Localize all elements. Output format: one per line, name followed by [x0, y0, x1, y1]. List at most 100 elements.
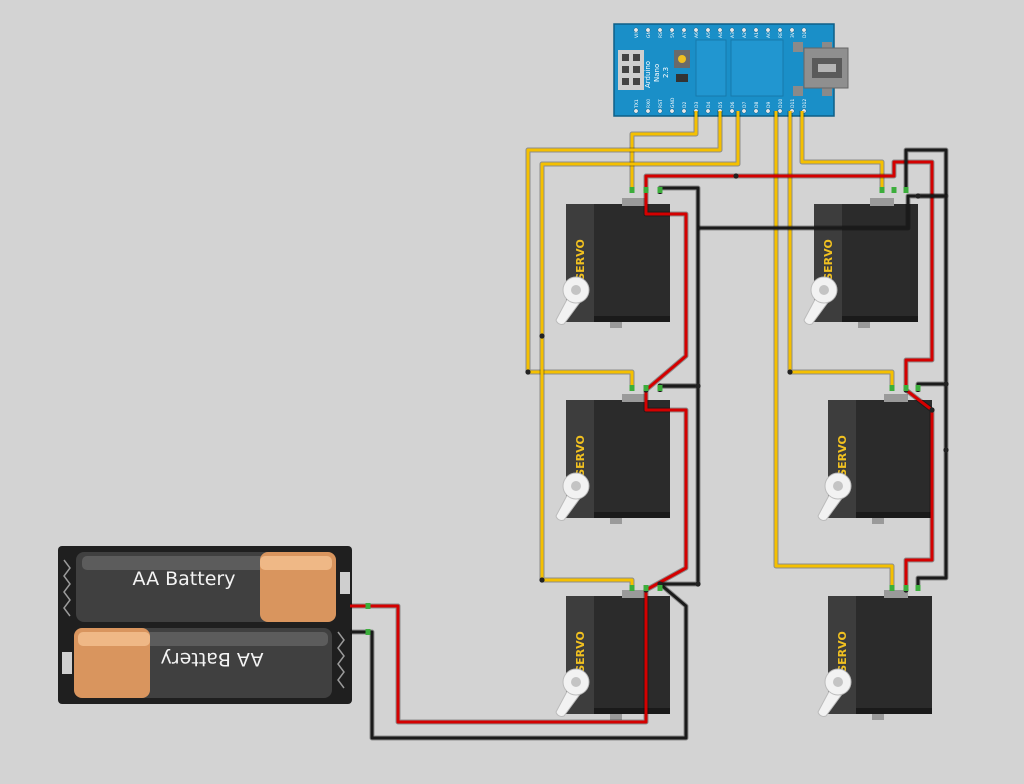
pin-hole	[765, 108, 771, 114]
servo-shadow	[856, 708, 932, 714]
servo-shadow	[856, 512, 932, 518]
wire-junction	[733, 173, 739, 179]
pin-label: A0	[766, 32, 772, 38]
servo-connector	[884, 394, 908, 402]
servo-connector	[622, 590, 646, 598]
icsp-pin	[633, 54, 640, 61]
servo-horn-screw	[819, 285, 829, 295]
wire-junction	[539, 333, 545, 339]
wire-junction	[915, 193, 921, 199]
connector-pin-end	[915, 385, 921, 391]
pin-label: 5V	[670, 31, 676, 38]
wire-junction	[929, 407, 935, 413]
ground-wire-outline	[903, 147, 949, 199]
pin-label: D8	[754, 102, 760, 108]
power-wire[interactable]	[644, 160, 934, 390]
pin-label: D10	[778, 99, 784, 108]
servo-connector	[884, 590, 908, 598]
signal-wire[interactable]	[540, 111, 740, 586]
pin-label: D11	[790, 99, 796, 108]
smd-component	[793, 42, 803, 52]
servo-horn-screw	[833, 481, 843, 491]
pin-label: D5	[718, 102, 724, 108]
signal-wire[interactable]	[526, 111, 722, 386]
servo-motor: SERVO	[817, 590, 932, 720]
board-name-label: Arduino	[644, 61, 652, 88]
connector-pin-end	[643, 385, 649, 391]
pin-hole	[741, 108, 747, 114]
icsp-pin	[633, 66, 640, 73]
pin-hole	[633, 108, 639, 114]
servo-motor: SERVO	[555, 394, 670, 524]
board-text: Arduino Nano 2.3	[644, 61, 670, 88]
connector-pin-end	[889, 585, 895, 591]
pin-hole	[657, 108, 663, 114]
battery-top-label: AA Battery	[133, 568, 236, 590]
connector-pin-end	[903, 187, 909, 193]
connector-pin-end	[365, 603, 371, 609]
pin-label: 3V3	[790, 29, 796, 38]
pin-label: A5	[706, 32, 712, 38]
signal-wire[interactable]	[774, 111, 894, 586]
pin-label: D9	[766, 102, 772, 108]
pin-hole	[789, 27, 795, 33]
wire-junction	[943, 381, 949, 387]
servo-motor: SERVO	[555, 198, 670, 328]
smd-component	[822, 42, 832, 52]
ground-wire[interactable]	[698, 194, 918, 230]
power-wire[interactable]	[904, 388, 934, 590]
pin-label: RX0	[646, 99, 652, 108]
smd-component	[793, 86, 803, 96]
signal-wire[interactable]	[788, 111, 894, 386]
cell-highlight	[142, 632, 328, 646]
servo-shadow	[594, 316, 670, 322]
pin-hole	[741, 27, 747, 33]
wire-junction	[539, 577, 545, 583]
pin-hole	[777, 108, 783, 114]
connector-pin-end	[365, 629, 371, 635]
servo-motor: SERVO	[555, 590, 670, 720]
icsp-pin	[622, 54, 629, 61]
usb-chip	[730, 39, 784, 97]
pin-label: D6	[730, 102, 736, 108]
pin-label: A4	[718, 32, 724, 38]
pin-label: A6	[694, 32, 700, 38]
cell-positive-highlight	[78, 632, 150, 646]
pin-label: REF	[778, 29, 784, 38]
pin-label: TX1	[634, 99, 640, 109]
pin-hole	[669, 27, 675, 33]
power-wire[interactable]	[350, 590, 648, 724]
battery-cell-bottom: AA Battery	[74, 628, 332, 698]
pin-label: GND	[646, 27, 652, 38]
power-wire[interactable]	[644, 190, 688, 392]
microcontroller-chip	[695, 39, 727, 97]
connector-pin-end	[643, 585, 649, 591]
pin-hole	[717, 27, 723, 33]
pin-label: D12	[802, 99, 808, 108]
servo-label: SERVO	[574, 239, 587, 281]
pin-label: D4	[706, 102, 712, 108]
pin-hole	[729, 108, 735, 114]
servo-horn-screw	[571, 481, 581, 491]
pin-hole	[669, 108, 675, 114]
power-wire[interactable]	[644, 390, 688, 592]
connector-pin-end	[657, 187, 663, 193]
pin-hole	[645, 27, 651, 33]
battery-pack: AA Battery AA Battery	[58, 546, 352, 704]
ground-wire[interactable]	[904, 148, 948, 198]
icsp-pin	[633, 78, 640, 85]
pin-label: D2	[682, 102, 688, 108]
pin-label: A1	[754, 32, 760, 38]
connector-pin-end	[915, 585, 921, 591]
ground-wire[interactable]	[916, 384, 948, 590]
pin-hole	[705, 27, 711, 33]
servo-label: SERVO	[836, 631, 849, 673]
connector-pin-end	[879, 187, 885, 193]
signal-wire[interactable]	[630, 111, 698, 190]
connector-pin-end	[629, 187, 635, 193]
usb-port-tongue	[818, 64, 836, 72]
